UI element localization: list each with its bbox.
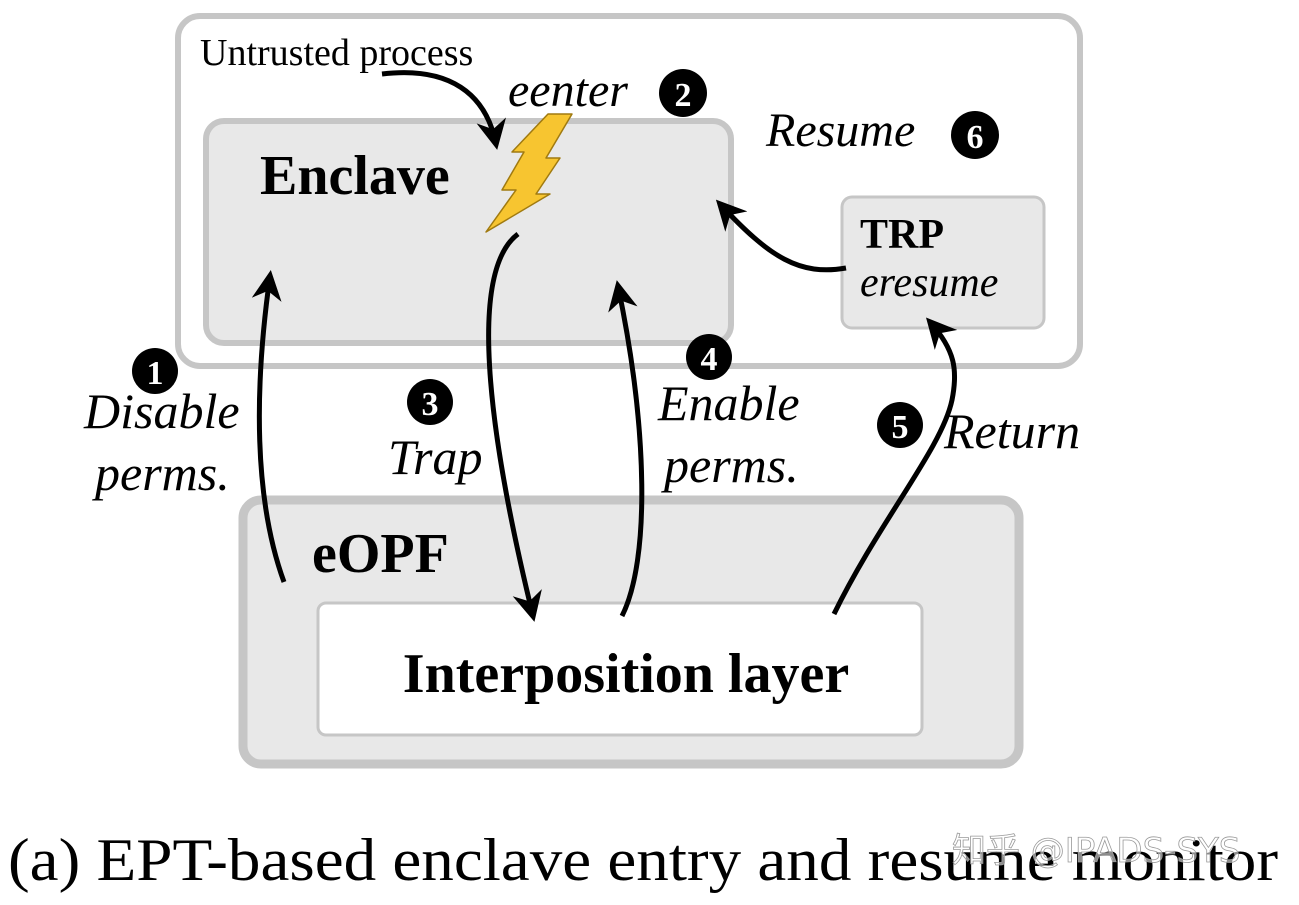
enclave-box bbox=[203, 118, 734, 346]
arrow-disable-perms bbox=[251, 270, 287, 583]
step-1-number: 1 bbox=[147, 355, 164, 392]
step-1-badge bbox=[132, 348, 178, 394]
step-2-number: 2 bbox=[675, 77, 692, 114]
arrow-trap bbox=[486, 232, 542, 622]
step-1-label-line1: Disable bbox=[83, 383, 240, 439]
eopf-label: eOPF bbox=[312, 523, 449, 585]
step-5-number: 5 bbox=[892, 409, 909, 446]
arrow-return bbox=[831, 317, 958, 616]
arrow-untrusted-to-enclave bbox=[381, 70, 506, 150]
step-2-label: eenter bbox=[508, 64, 628, 117]
untrusted-process-label: Untrusted process bbox=[200, 32, 473, 74]
step-5-badge bbox=[877, 402, 923, 448]
arrow-resume bbox=[715, 199, 847, 273]
step-4-number: 4 bbox=[701, 341, 718, 378]
step-6-badge bbox=[951, 111, 999, 159]
step-3-badge bbox=[407, 379, 453, 425]
lightning-bolt-icon bbox=[485, 113, 573, 233]
step-1-label-line2: perms. bbox=[92, 445, 230, 501]
step-6-label: Resume bbox=[765, 104, 915, 157]
interposition-layer-box bbox=[316, 601, 924, 737]
step-4-label-line1: Enable bbox=[657, 375, 800, 431]
step-4-badge bbox=[686, 334, 732, 380]
arrow-enable-perms bbox=[608, 280, 645, 618]
step-6-number: 6 bbox=[967, 119, 984, 156]
step-5-label: Return bbox=[943, 403, 1080, 459]
enclave-label: Enclave bbox=[260, 145, 450, 207]
watermark: 知乎 @IPADS-SYS bbox=[952, 831, 1240, 871]
figure-caption: (a) EPT-based enclave entry and resume m… bbox=[8, 827, 1278, 893]
interposition-layer-label: Interposition layer bbox=[403, 643, 849, 705]
trp-label: TRP bbox=[860, 212, 944, 258]
step-3-number: 3 bbox=[422, 386, 439, 423]
step-2-badge bbox=[659, 69, 707, 117]
step-3-label: Trap bbox=[388, 429, 483, 485]
step-4-label-line2: perms. bbox=[661, 437, 799, 493]
trp-eresume-label: eresume bbox=[860, 260, 998, 306]
